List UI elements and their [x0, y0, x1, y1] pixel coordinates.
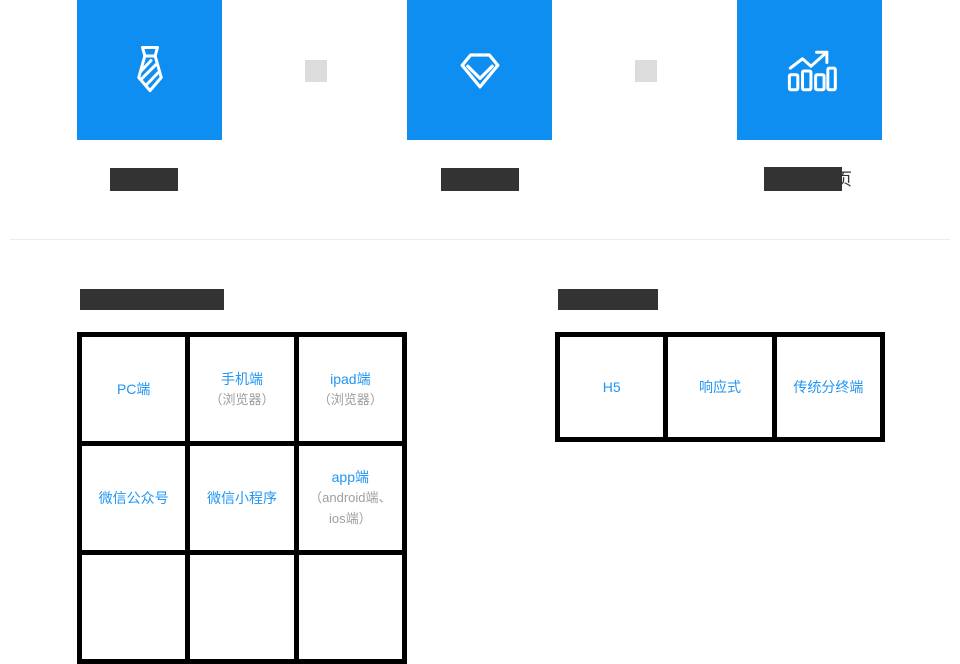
- grid-cell[interactable]: ipad端 （浏览器）: [298, 337, 402, 441]
- grid-cell-subtitle: （浏览器）: [317, 391, 383, 407]
- grid-cell[interactable]: PC端: [82, 337, 186, 441]
- grid-cell-title: 传统分终端: [793, 379, 864, 395]
- grid-cell[interactable]: app端 （android端、ios端）: [298, 446, 402, 550]
- grid-cell[interactable]: 微信公众号: [82, 446, 186, 550]
- terminal-support-grid: PC端 手机端 （浏览器） ipad端 （浏览器） 微信公众号 微信小程序 ap…: [77, 332, 407, 664]
- grid-cell-title: H5: [602, 379, 621, 395]
- left-group-heading: 终端适配支持: [80, 290, 182, 309]
- grid-cell-title: PC端: [116, 381, 151, 397]
- section-divider: [10, 239, 950, 240]
- grid-cell-title: ipad端: [330, 370, 371, 387]
- icon-tile-business[interactable]: [77, 0, 222, 140]
- grid-cell[interactable]: [82, 555, 186, 659]
- grid-cell[interactable]: 微信小程序: [190, 446, 294, 550]
- grid-cell[interactable]: 响应式: [668, 337, 772, 437]
- icon-tile-caption-brand: 品牌网: [454, 170, 505, 189]
- grid-cell[interactable]: [190, 555, 294, 659]
- diamond-gem-icon: [450, 40, 510, 100]
- icon-tile-marketing[interactable]: [737, 0, 882, 140]
- grid-cell[interactable]: [298, 555, 402, 659]
- icon-tile-caption-business: 商务网: [124, 170, 175, 189]
- build-method-grid: H5 响应式 传统分终端: [555, 332, 885, 442]
- growth-chart-icon: [780, 40, 840, 100]
- grid-cell[interactable]: H5: [560, 337, 664, 437]
- grid-cell[interactable]: 手机端 （浏览器）: [190, 337, 294, 441]
- icon-tile-brand[interactable]: [407, 0, 552, 140]
- grid-cell-title: 手机端: [220, 370, 263, 387]
- grid-cell-title: 微信公众号: [98, 490, 169, 506]
- top-section: 商务网 品牌网 营销型网页: [0, 0, 960, 240]
- grid-cell-subtitle: （android端、ios端）: [309, 490, 392, 526]
- grid-cell-subtitle: （浏览器）: [209, 391, 275, 407]
- grid-cell-title: 响应式: [698, 379, 741, 395]
- icon-tile-caption-marketing: 营销型网页: [767, 170, 852, 189]
- grid-cell-title: app端: [331, 469, 369, 485]
- separator-square-1: [305, 60, 327, 82]
- grid-cell-title: 微信小程序: [206, 490, 277, 506]
- grid-cell[interactable]: 传统分终端: [776, 337, 880, 437]
- separator-square-2: [635, 60, 657, 82]
- right-group-heading: 建站方式: [558, 290, 626, 309]
- necktie-icon: [120, 40, 180, 100]
